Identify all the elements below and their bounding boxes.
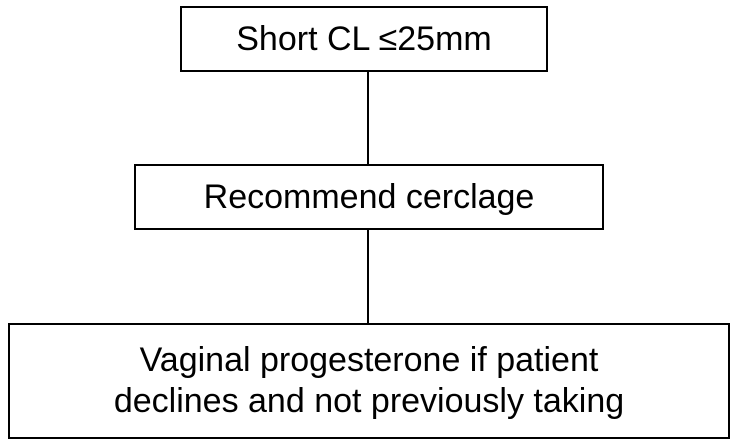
node-label-short-cl: Short CL ≤25mm	[236, 19, 492, 58]
flowchart-node-recommend-cerclage: Recommend cerclage	[134, 164, 604, 230]
connector-short-cl-to-cerclage	[367, 72, 369, 164]
node-label-recommend-cerclage: Recommend cerclage	[203, 177, 535, 216]
connector-cerclage-to-progesterone	[367, 230, 369, 323]
flowchart-node-short-cl: Short CL ≤25mm	[180, 6, 548, 72]
flowchart-node-vaginal-progesterone: Vaginal progesterone if patient declines…	[8, 323, 730, 439]
node-label-vaginal-progesterone: Vaginal progesterone if patient declines…	[113, 341, 625, 420]
